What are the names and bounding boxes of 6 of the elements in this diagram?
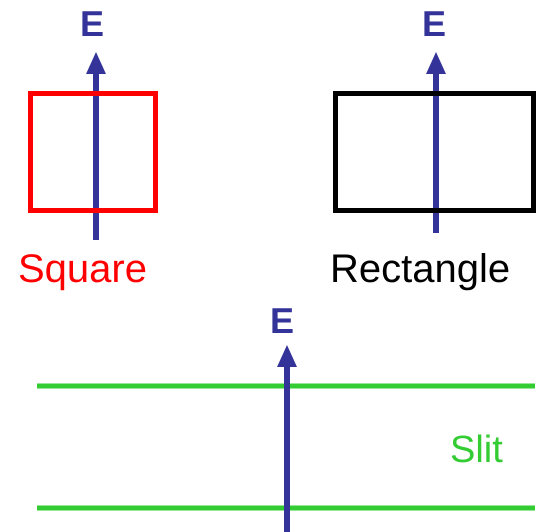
shape-label: Square (18, 249, 147, 289)
field-label: E (270, 303, 294, 339)
field-label: E (422, 6, 446, 42)
shape-label: Rectangle (330, 249, 510, 289)
field-label: E (80, 6, 104, 42)
slit-label: Slit (450, 431, 503, 469)
